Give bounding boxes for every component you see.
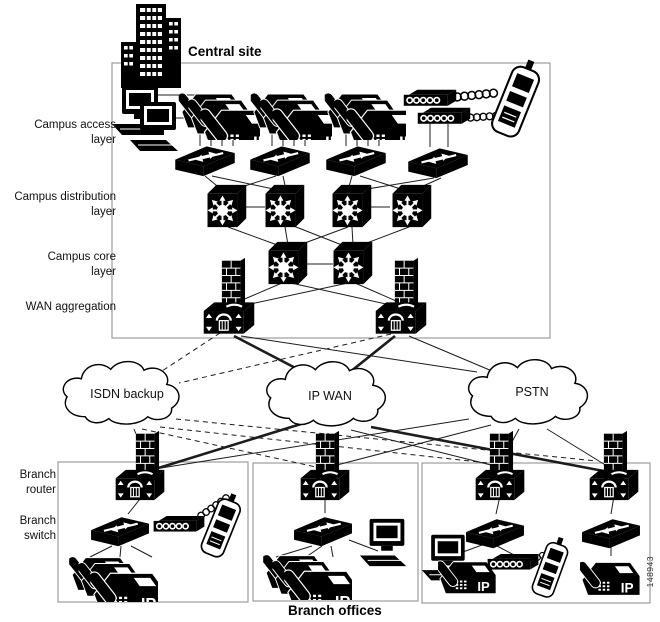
ip-phone-icon bbox=[580, 552, 642, 598]
label-line: Branch bbox=[19, 515, 56, 527]
branch-switch-icon bbox=[288, 510, 358, 547]
label-line: layer bbox=[91, 265, 116, 278]
label-campus-core: Campus core layer bbox=[48, 250, 116, 280]
branch-switch-icon bbox=[85, 510, 155, 547]
label-line: Campus access bbox=[34, 119, 116, 131]
label-line: switch bbox=[24, 529, 56, 542]
cloud-label-pstn: PSTN bbox=[515, 385, 549, 399]
ip-phone-group-icon bbox=[250, 84, 332, 140]
core-switch-icon bbox=[330, 240, 374, 286]
label-branch-switch: Branch switch bbox=[20, 514, 56, 544]
label-wan-aggregation: WAN aggregation bbox=[25, 301, 116, 313]
branch-router-icon bbox=[114, 468, 166, 502]
label-line: Campus core bbox=[47, 251, 116, 263]
label-campus-access: Campus access layer bbox=[34, 118, 116, 148]
cloud-label-ipwan: IP WAN bbox=[308, 389, 352, 403]
distribution-switch-icon bbox=[329, 183, 373, 229]
access-switch-icon bbox=[402, 141, 474, 179]
wan-router-icon bbox=[374, 300, 428, 336]
label-line: Campus distribution bbox=[14, 191, 116, 203]
figure-number: 148943 bbox=[645, 556, 655, 588]
label-line: router bbox=[25, 483, 56, 496]
ip-phone-group-icon bbox=[324, 84, 406, 140]
ip-phone-group-icon bbox=[178, 84, 260, 140]
label-line: Branch bbox=[19, 469, 56, 481]
label-line: layer bbox=[91, 133, 116, 146]
label-line: layer bbox=[91, 205, 116, 218]
access-point-icon bbox=[416, 106, 472, 128]
branch-router-icon bbox=[299, 468, 351, 502]
wan-router-icon bbox=[202, 300, 256, 336]
ip-phone-group-icon bbox=[252, 546, 352, 600]
central-site-title: Central site bbox=[188, 44, 262, 59]
building-icon bbox=[118, 2, 186, 90]
access-switch-icon bbox=[244, 139, 316, 177]
distribution-switch-icon bbox=[262, 183, 306, 229]
access-switch-icon bbox=[320, 139, 392, 177]
access-switch-icon bbox=[169, 139, 241, 177]
central-site-box bbox=[111, 62, 551, 339]
ip-phone-group-icon bbox=[58, 548, 158, 602]
cloud-label-isdn: ISDN backup bbox=[90, 387, 164, 401]
branch-router-icon bbox=[588, 468, 640, 502]
branch-box-3 bbox=[421, 462, 651, 604]
core-switch-icon bbox=[265, 240, 309, 286]
label-branch-router: Branch router bbox=[20, 468, 56, 498]
distribution-switch-icon bbox=[389, 183, 433, 229]
branch-offices-title: Branch offices bbox=[288, 603, 382, 618]
distribution-switch-icon bbox=[204, 183, 248, 229]
label-campus-distribution: Campus distribution layer bbox=[14, 190, 116, 220]
branch-router-icon bbox=[474, 468, 526, 502]
pc-icon bbox=[358, 518, 414, 568]
branch-switch-icon bbox=[576, 512, 646, 549]
